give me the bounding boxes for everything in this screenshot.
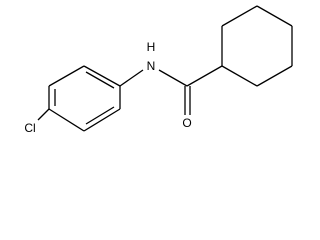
cyclohexane-bond-2 [221,5,258,27]
cyclohexane-bond-6 [221,65,258,87]
cyclohexane-ring [221,5,293,87]
carbonyl-oxygen-label: O [182,116,191,130]
amide-nitrogen-label: N [147,59,156,73]
benzene-ring [48,65,121,132]
ring-bond-3 [83,108,121,132]
carbonyl-cyclohexyl-bond [186,65,223,87]
chlorine-label: Cl [24,121,35,135]
ring-double-bond-1 [85,71,115,89]
ring-double-bond-2 [85,106,115,125]
nitrogen-carbonyl-bond [158,69,188,87]
cyclohexane-bond-5 [256,65,293,87]
chlorine-bond [37,108,50,121]
amide-hydrogen-label: H [147,40,156,54]
chemical-structure-drawing: H N O Cl [24,5,293,135]
ring-bond-1 [83,65,121,87]
ring-bond-6 [48,65,85,87]
cyclohexane-bond-3 [256,5,293,27]
ring-bond-4 [48,108,85,132]
aryl-nitrogen-bond [119,69,144,87]
